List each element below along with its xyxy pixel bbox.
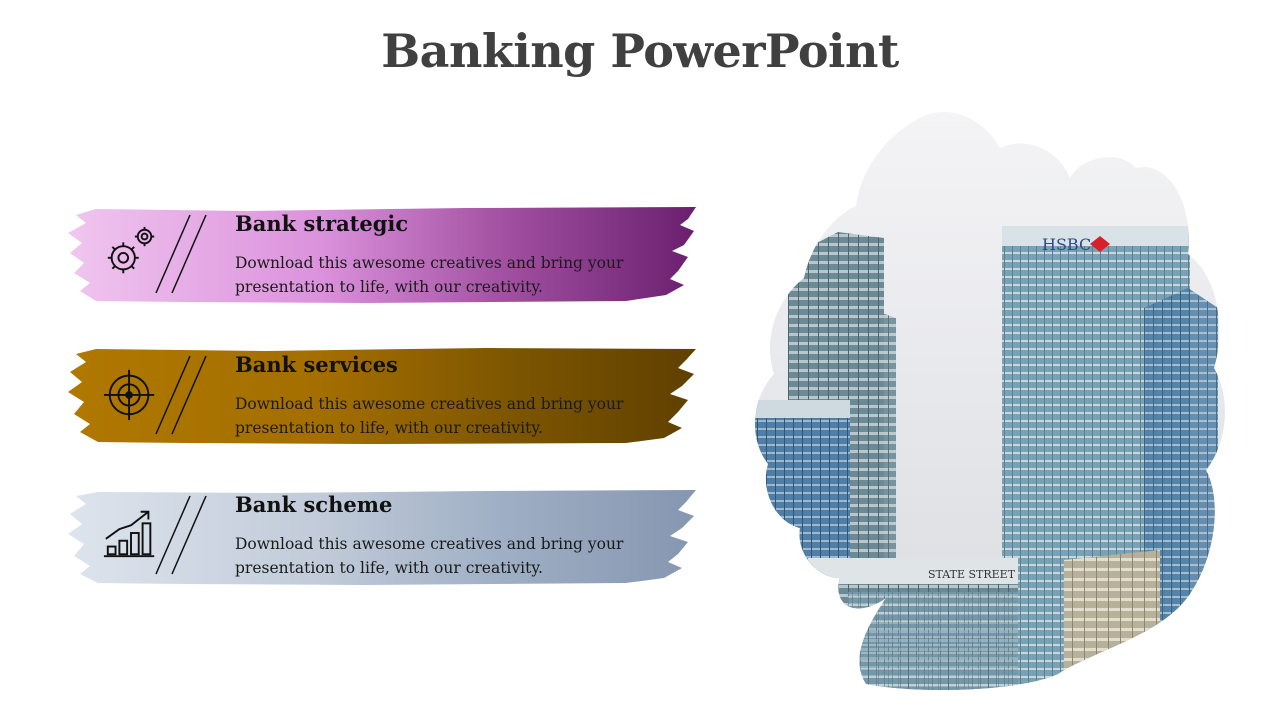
- brush-stroke-bg: [68, 348, 696, 444]
- hsbc-logo-icon: [1090, 236, 1110, 252]
- banner-heading: Bank scheme: [235, 492, 393, 517]
- banner-bank-scheme[interactable]: Bank scheme Download this awesome creati…: [66, 486, 698, 586]
- brush-stroke-bg: [68, 207, 696, 303]
- state-street-sign: STATE STREET: [928, 568, 1016, 581]
- skyscrapers-photo: HSBC STATE STREET: [755, 111, 1226, 690]
- hsbc-sign: HSBC: [1042, 235, 1091, 254]
- banner-heading: Bank services: [235, 352, 398, 377]
- target-icon: [103, 369, 155, 421]
- double-slash-divider: [155, 214, 207, 294]
- banner-body: Download this awesome creatives and brin…: [235, 395, 624, 437]
- growth-chart-icon: [103, 510, 155, 558]
- double-slash-divider: [155, 355, 207, 435]
- gears-icon: [107, 226, 155, 274]
- banner-bank-strategic[interactable]: Bank strategic Download this awesome cre…: [66, 205, 698, 305]
- banner-bank-services[interactable]: Bank services Download this awesome crea…: [66, 346, 698, 446]
- banner-body: Download this awesome creatives and brin…: [235, 535, 624, 577]
- brush-stroke-bg: [68, 490, 696, 585]
- banner-heading: Bank strategic: [235, 211, 409, 236]
- slide-title: Banking PowerPoint: [381, 24, 899, 78]
- double-slash-divider: [155, 495, 207, 575]
- banner-body: Download this awesome creatives and brin…: [235, 254, 624, 296]
